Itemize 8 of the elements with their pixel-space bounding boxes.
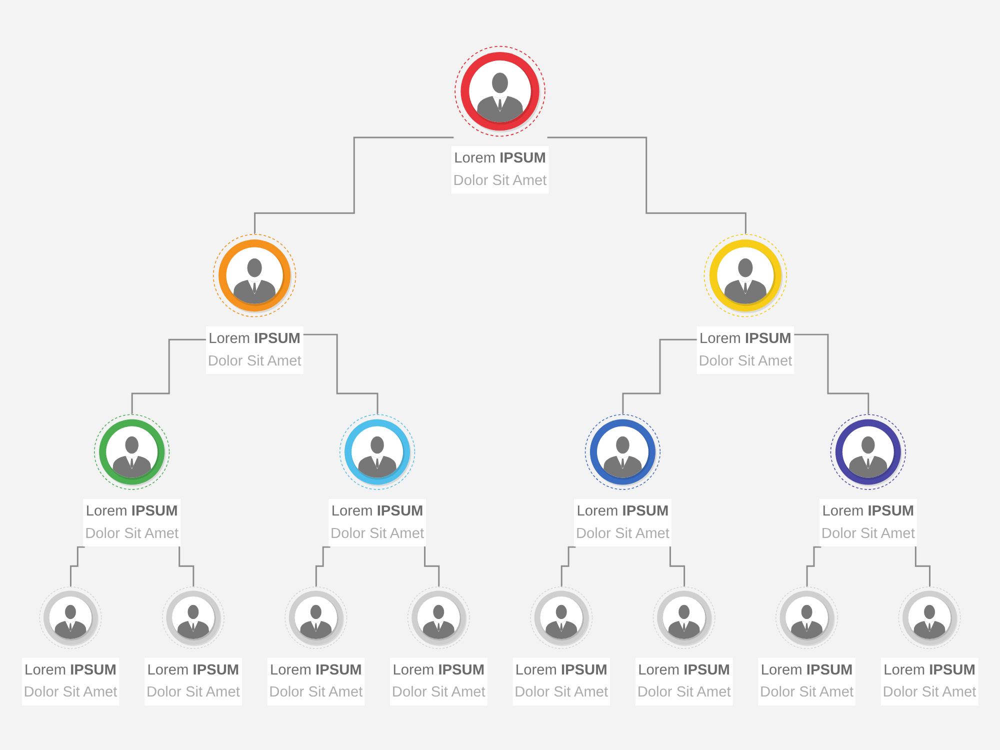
connector: [131, 338, 206, 414]
connector: [547, 136, 747, 234]
connector: [315, 546, 330, 587]
connector: [254, 136, 454, 234]
connector: [560, 546, 576, 587]
connector: [70, 546, 85, 587]
connector: [806, 546, 822, 587]
connector: [622, 338, 698, 414]
